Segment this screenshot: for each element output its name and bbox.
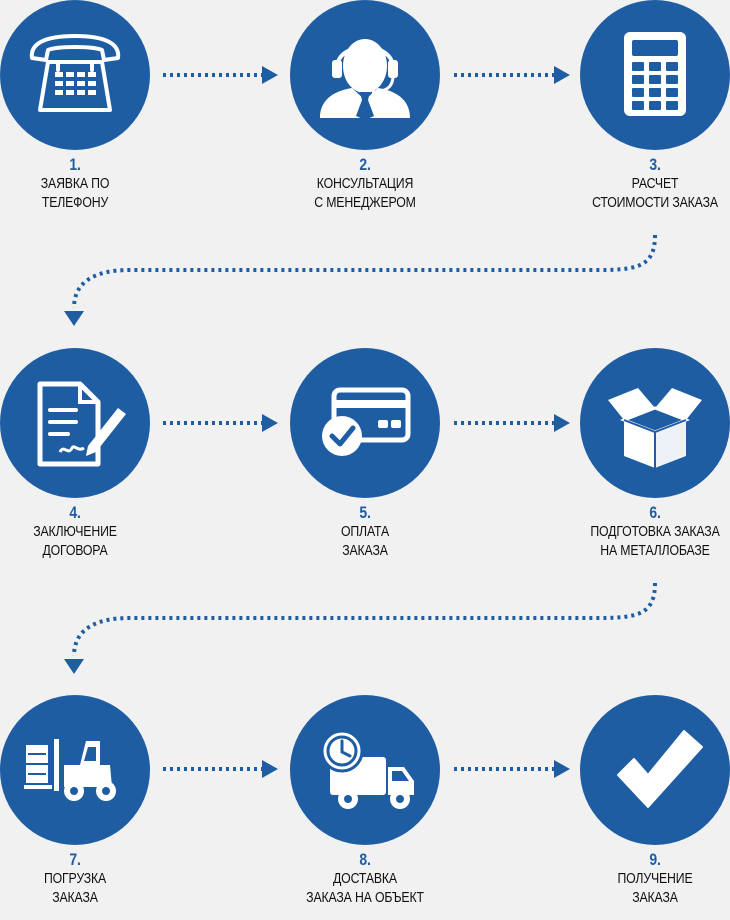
step-number: 9.	[649, 850, 661, 869]
step-2-label: 2. КОНСУЛЬТАЦИЯ С МЕНЕДЖЕРОМ	[295, 155, 434, 212]
step-6-circle	[580, 348, 730, 498]
phone-icon	[29, 34, 121, 112]
step-5-circle	[290, 348, 440, 498]
step-9-label: 9. ПОЛУЧЕНИЕ ЗАКАЗА	[585, 850, 724, 907]
step-number: 4.	[69, 503, 81, 522]
step-text-line2: С МЕНЕДЖЕРОМ	[314, 194, 416, 211]
step-5-label: 5. ОПЛАТА ЗАКАЗА	[295, 503, 434, 560]
step-text-line2: ЗАКАЗА	[342, 542, 388, 559]
card-payment-icon	[322, 387, 411, 456]
step-text-line2: ТЕЛЕФОНУ	[41, 194, 109, 211]
open-box-icon	[608, 388, 702, 468]
headset-operator-icon	[320, 39, 410, 120]
step-text-line2: ДОГОВОРА	[42, 542, 108, 559]
step-text-line1: ЗАЯВКА ПО	[40, 175, 110, 192]
step-text-line2: ЗАКАЗА	[52, 889, 98, 906]
step-text-line2: СТОИМОСТИ ЗАКАЗА	[592, 194, 718, 211]
step-7-circle	[0, 695, 150, 845]
calculator-icon	[624, 32, 686, 116]
step-text-line1: РАСЧЕТ	[631, 175, 679, 192]
step-2-circle	[290, 0, 440, 150]
step-1-circle	[0, 0, 150, 150]
step-text-line1: ПОДГОТОВКА ЗАКАЗА	[590, 523, 720, 540]
step-text-line2: НА МЕТАЛЛОБАЗЕ	[600, 542, 710, 559]
step-6-label: 6. ПОДГОТОВКА ЗАКАЗА НА МЕТАЛЛОБАЗЕ	[585, 503, 724, 560]
checkmark-icon	[617, 730, 703, 808]
arrow-3-4	[72, 234, 657, 309]
step-3-circle	[580, 0, 730, 150]
step-text-line2: ЗАКАЗА НА ОБЪЕКТ	[306, 889, 424, 906]
step-number: 7.	[69, 850, 81, 869]
step-8-label: 8. ДОСТАВКА ЗАКАЗА НА ОБЪЕКТ	[295, 850, 434, 907]
step-number: 6.	[649, 503, 661, 522]
step-7-label: 7. ПОГРУЗКА ЗАКАЗА	[5, 850, 144, 907]
step-number: 5.	[359, 503, 371, 522]
step-text-line1: ОПЛАТА	[340, 523, 390, 540]
step-8-circle	[290, 695, 440, 845]
step-text-line1: ПОГРУЗКА	[43, 870, 107, 887]
step-number: 8.	[359, 850, 371, 869]
forklift-icon	[24, 739, 116, 801]
step-text-line1: ДОСТАВКА	[333, 870, 397, 887]
step-text-line1: КОНСУЛЬТАЦИЯ	[316, 175, 414, 192]
step-number: 1.	[69, 155, 81, 174]
step-4-label: 4. ЗАКЛЮЧЕНИЕ ДОГОВОРА	[5, 503, 144, 560]
delivery-truck-icon	[320, 729, 414, 809]
step-4-circle	[0, 348, 150, 498]
step-text-line2: ЗАКАЗА	[632, 889, 678, 906]
step-9-circle	[580, 695, 730, 845]
step-1-label: 1. ЗАЯВКА ПО ТЕЛЕФОНУ	[5, 155, 144, 212]
step-text-line1: ПОЛУЧЕНИЕ	[617, 870, 693, 887]
step-3-label: 3. РАСЧЕТ СТОИМОСТИ ЗАКАЗА	[585, 155, 724, 212]
step-number: 2.	[359, 155, 371, 174]
step-text-line1: ЗАКЛЮЧЕНИЕ	[33, 523, 117, 540]
step-number: 3.	[649, 155, 661, 174]
arrow-6-7	[72, 582, 657, 657]
contract-pen-icon	[37, 381, 126, 467]
